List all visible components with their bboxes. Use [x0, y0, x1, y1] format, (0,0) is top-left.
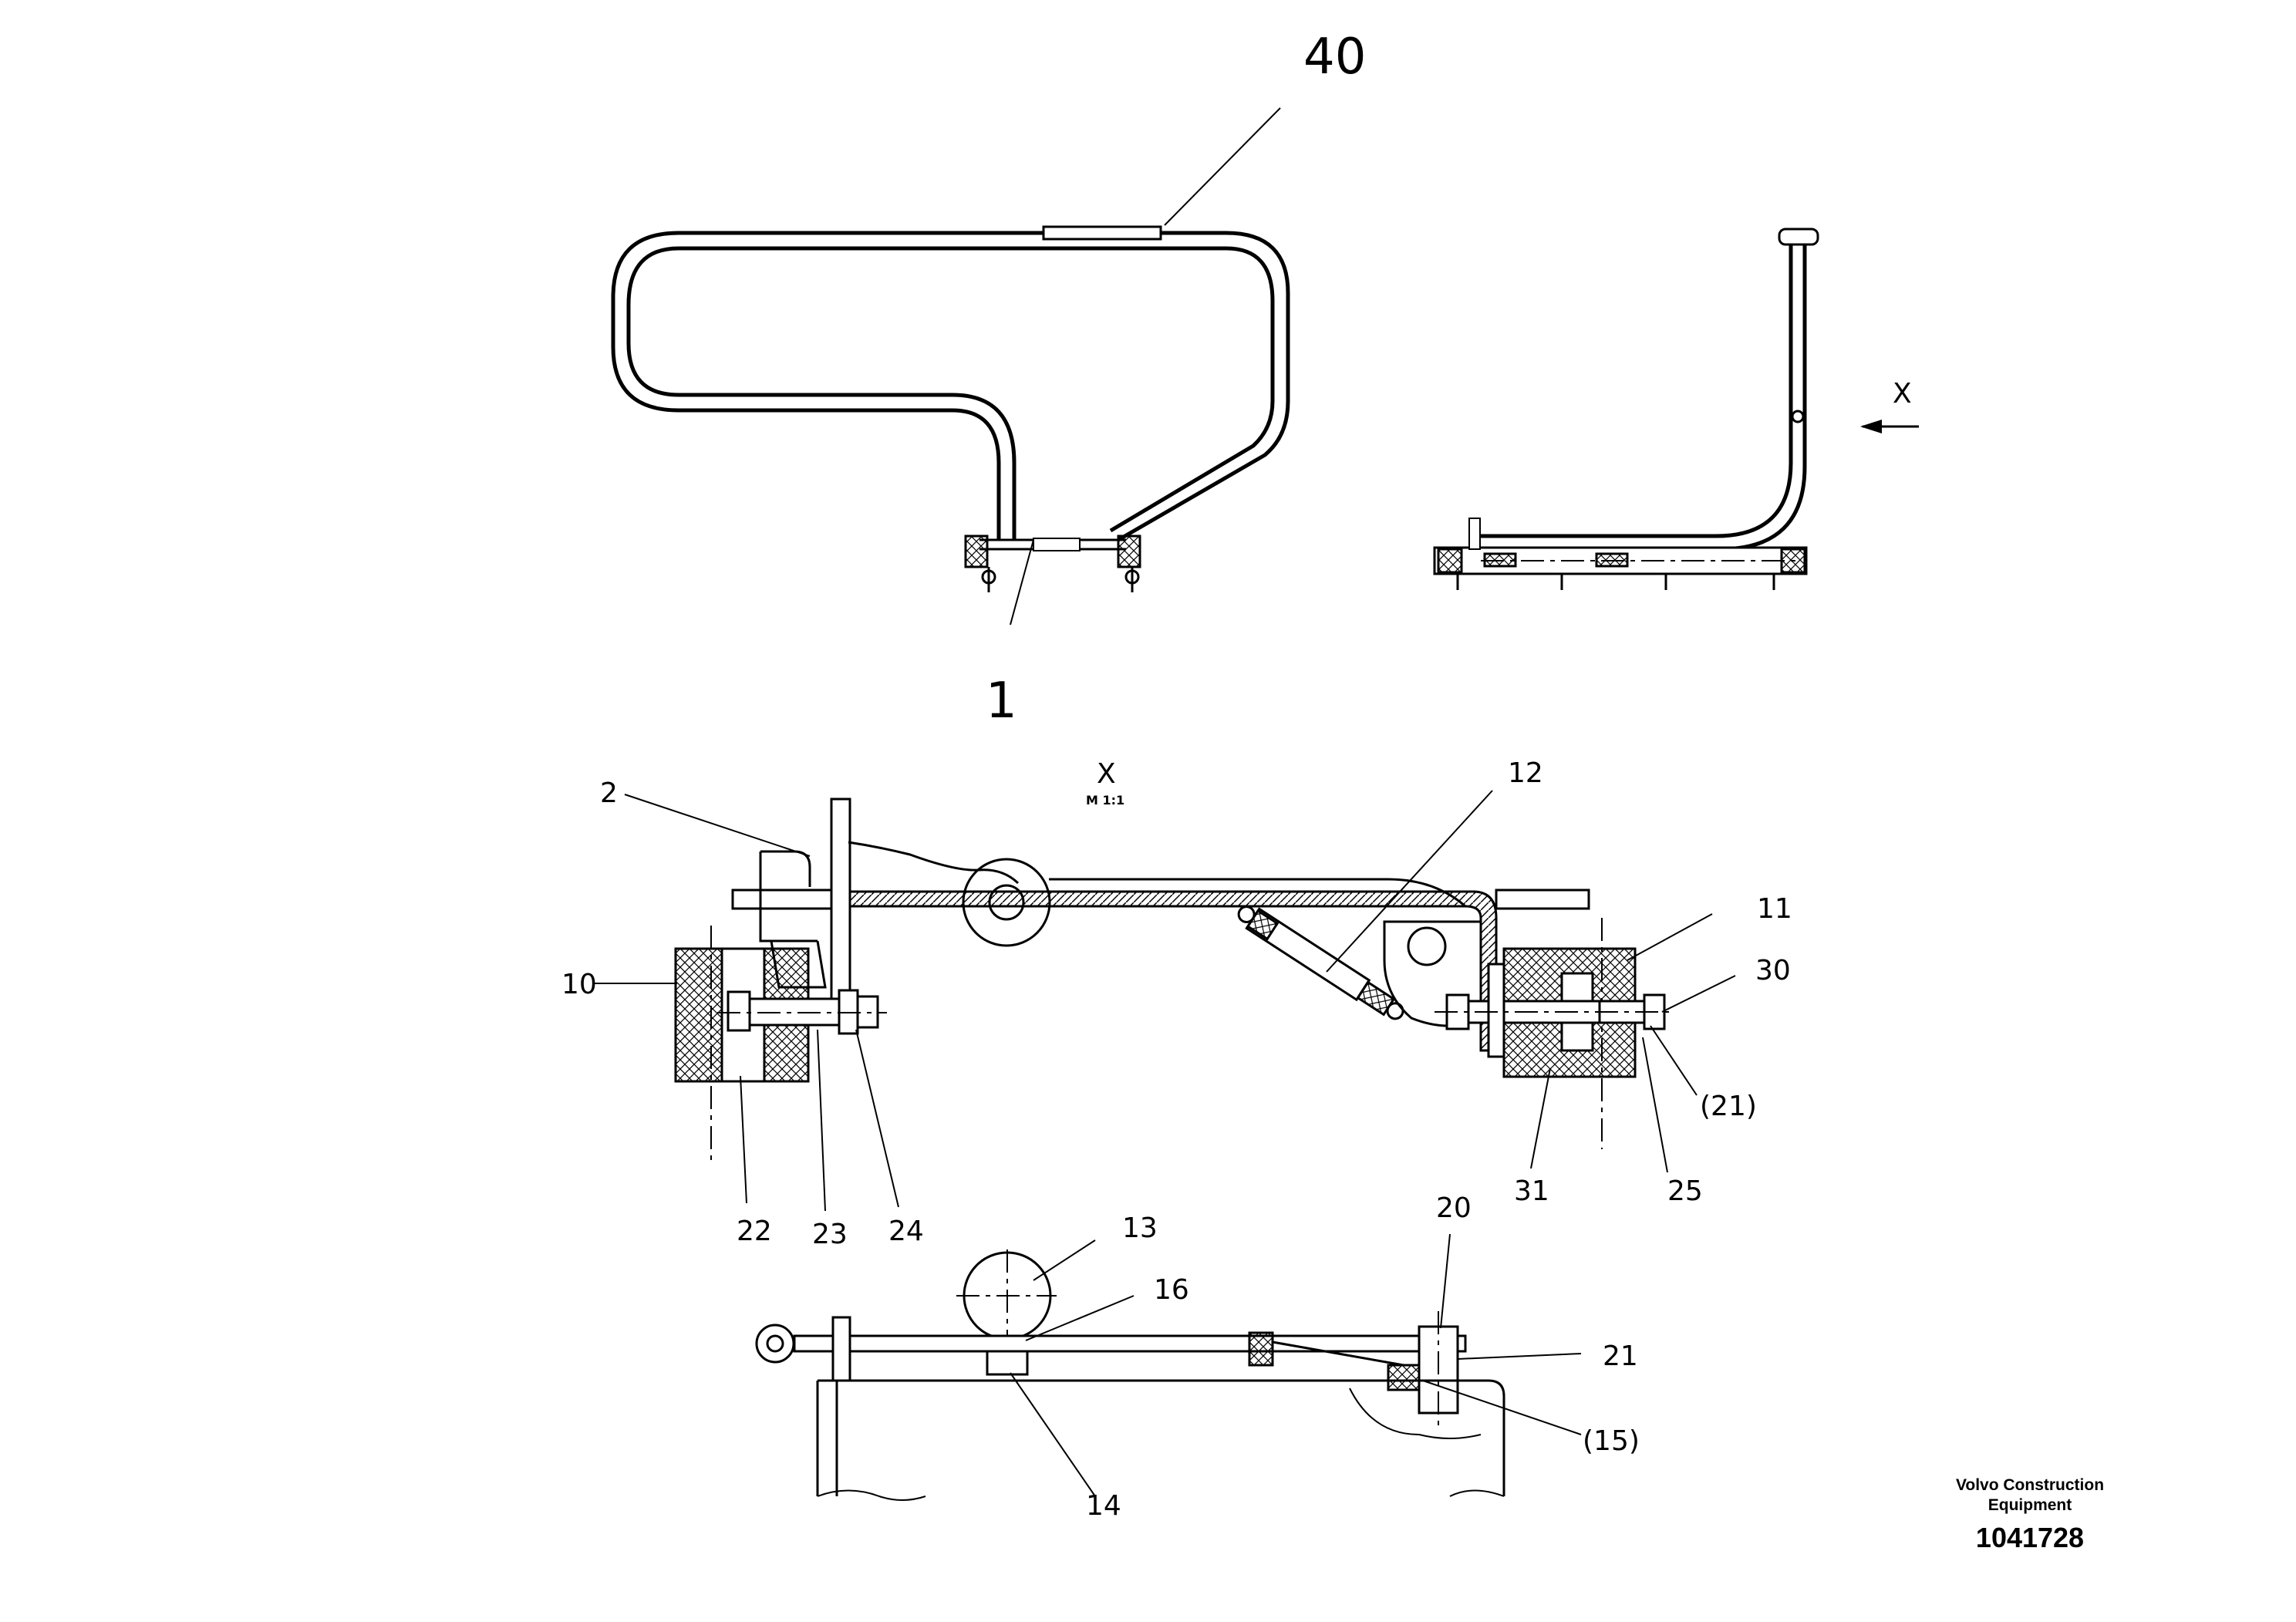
- side-grip: [1778, 228, 1819, 246]
- handrail-front-view: [611, 225, 1290, 592]
- callout-13: 13: [1122, 1212, 1158, 1244]
- scale-label: M 1:1: [1086, 793, 1124, 808]
- callout-14: 14: [1086, 1490, 1121, 1522]
- callout-20: 20: [1436, 1192, 1472, 1224]
- callout-40: 40: [1303, 29, 1366, 86]
- callout-2: 2: [600, 777, 618, 809]
- callout-16: 16: [1154, 1274, 1189, 1306]
- callout-x-view: X: [1097, 758, 1116, 790]
- title-block: Volvo Construction Equipment 1041728: [1956, 1476, 2104, 1553]
- callout-x-top: X: [1893, 378, 1912, 410]
- brand-line-2: Equipment: [1988, 1496, 2072, 1514]
- callout-21-paren: (21): [1700, 1091, 1757, 1122]
- bottom-detail-view: [755, 1249, 1505, 1501]
- callout-11: 11: [1757, 893, 1792, 925]
- callout-23: 23: [812, 1219, 848, 1250]
- callout-10: 10: [561, 969, 597, 1000]
- callout-22: 22: [737, 1216, 772, 1247]
- callout-24: 24: [888, 1216, 924, 1247]
- section-view-x: [674, 798, 1674, 1161]
- callout-1: 1: [986, 673, 1017, 730]
- grip-pad: [1042, 225, 1162, 241]
- handrail-side-view: [1433, 228, 1819, 590]
- callout-25: 25: [1667, 1175, 1703, 1207]
- view-direction-arrow: [1860, 420, 1919, 433]
- brand-line-1: Volvo Construction: [1956, 1476, 2104, 1494]
- callout-30: 30: [1755, 955, 1791, 986]
- document-number: 1041728: [1976, 1522, 2084, 1553]
- leader-lines: [594, 107, 1736, 1497]
- callout-31: 31: [1514, 1175, 1549, 1207]
- callout-21: 21: [1603, 1340, 1638, 1372]
- callout-12: 12: [1508, 757, 1543, 789]
- callout-15-paren: (15): [1583, 1425, 1640, 1457]
